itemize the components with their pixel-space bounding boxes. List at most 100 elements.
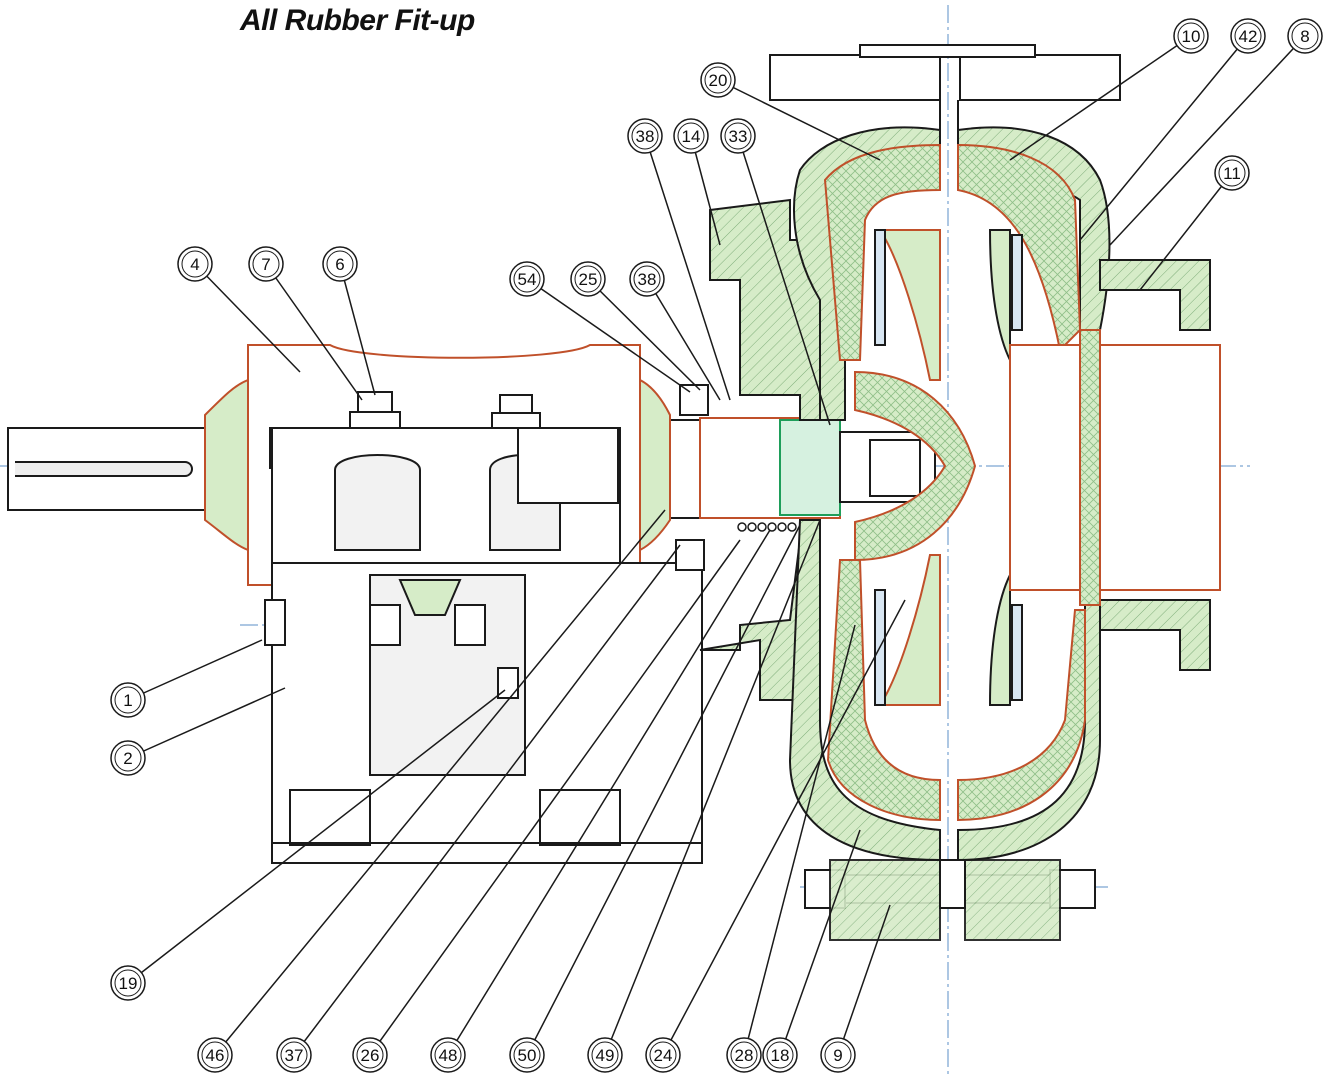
callout-inner-circle <box>114 744 142 772</box>
callout-inner-circle <box>649 1041 677 1069</box>
callout-label: 38 <box>636 127 655 146</box>
frame-plate-liner <box>823 143 941 361</box>
callout-label: 10 <box>1182 27 1201 46</box>
callout-inner-circle <box>252 250 280 278</box>
callout-37: 37 <box>276 1037 312 1073</box>
callout-inner-circle <box>704 66 732 94</box>
frame-base <box>264 562 703 864</box>
leader-line <box>1109 35 1306 246</box>
leader-line <box>690 135 721 246</box>
callout-inner-circle <box>280 1041 308 1069</box>
callout-2: 2 <box>110 740 146 776</box>
leader-line <box>526 524 801 1056</box>
callout-inner-circle <box>633 265 661 293</box>
callout-38: 38 <box>629 261 665 297</box>
callout-circle <box>820 1037 856 1073</box>
callout-label: 49 <box>596 1046 615 1065</box>
housing-bolts <box>349 391 541 699</box>
callout-label: 14 <box>682 127 701 146</box>
callout-circle <box>1214 155 1250 191</box>
callout-inner-circle <box>591 1041 619 1069</box>
callout-inner-circle <box>574 265 602 293</box>
callout-26: 26 <box>352 1037 388 1073</box>
callout-inner-circle <box>1177 22 1205 50</box>
leader-line <box>194 263 301 373</box>
callout-circle <box>248 246 284 282</box>
callout-circle <box>110 740 146 776</box>
callout-label: 46 <box>206 1046 225 1065</box>
callout-inner-circle <box>824 1041 852 1069</box>
leader-line <box>526 278 691 393</box>
callout-label: 9 <box>833 1046 842 1065</box>
callout-inner-circle <box>434 1041 462 1069</box>
callout-circle <box>197 1037 233 1073</box>
callout-25: 25 <box>570 261 606 297</box>
callout-inner-circle <box>513 1041 541 1069</box>
diagram-title: All Rubber Fit-up <box>240 4 475 37</box>
callout-label: 24 <box>654 1046 673 1065</box>
callout-label: 6 <box>335 255 344 274</box>
callout-circle <box>645 1037 681 1073</box>
callout-circle <box>587 1037 623 1073</box>
callout-54: 54 <box>509 261 545 297</box>
callout-inner-circle <box>201 1041 229 1069</box>
callout-14: 14 <box>673 118 709 154</box>
callout-24: 24 <box>645 1037 681 1073</box>
callout-1: 1 <box>110 682 146 718</box>
callout-20: 20 <box>700 62 736 98</box>
callout-label: 38 <box>638 270 657 289</box>
callout-inner-circle <box>356 1041 384 1069</box>
callout-label: 42 <box>1239 27 1258 46</box>
callout-inner-circle <box>326 250 354 278</box>
suction-throat <box>1009 259 1221 671</box>
callout-48: 48 <box>430 1037 466 1073</box>
leader-line <box>1079 35 1249 241</box>
callout-42: 42 <box>1230 18 1266 54</box>
callout-inner-circle <box>1218 159 1246 187</box>
callout-label: 48 <box>439 1046 458 1065</box>
callout-inner-circle <box>114 969 142 997</box>
callout-label: 11 <box>1223 164 1241 183</box>
callout-8: 8 <box>1287 18 1323 54</box>
callout-circle <box>629 261 665 297</box>
leader-line <box>369 539 741 1056</box>
callout-label: 26 <box>361 1046 380 1065</box>
keyway <box>15 461 193 477</box>
callout-circle <box>726 1037 762 1073</box>
bearing-housing <box>204 344 671 586</box>
leader-line <box>214 509 666 1056</box>
leader-line <box>604 519 821 1056</box>
leader-line <box>339 263 376 396</box>
callout-46: 46 <box>197 1037 233 1073</box>
callout-label: 20 <box>709 71 728 90</box>
foot-bolts <box>804 859 1096 941</box>
callout-circle <box>700 62 736 98</box>
leader-line <box>737 135 831 426</box>
leader-line <box>1009 35 1192 161</box>
impeller <box>854 229 1023 706</box>
callout-circle <box>352 1037 388 1073</box>
callout-circle <box>276 1037 312 1073</box>
callout-label: 2 <box>123 749 132 768</box>
callout-38: 38 <box>627 118 663 154</box>
callout-inner-circle <box>1234 22 1262 50</box>
leader-line <box>662 599 906 1056</box>
callout-label: 28 <box>735 1046 754 1065</box>
callout-50: 50 <box>509 1037 545 1073</box>
leader-line <box>127 689 506 984</box>
callout-label: 25 <box>579 270 598 289</box>
callout-9: 9 <box>820 1037 856 1073</box>
callout-inner-circle <box>1291 22 1319 50</box>
callout-circle <box>1230 18 1266 54</box>
callout-label: 50 <box>518 1046 537 1065</box>
callout-28: 28 <box>726 1037 762 1073</box>
leader-line <box>293 544 681 1056</box>
leader-line <box>447 529 771 1056</box>
callout-circle <box>1173 18 1209 54</box>
callout-circle <box>110 965 146 1001</box>
callout-6: 6 <box>322 246 358 282</box>
callout-label: 1 <box>123 691 132 710</box>
callout-inner-circle <box>766 1041 794 1069</box>
